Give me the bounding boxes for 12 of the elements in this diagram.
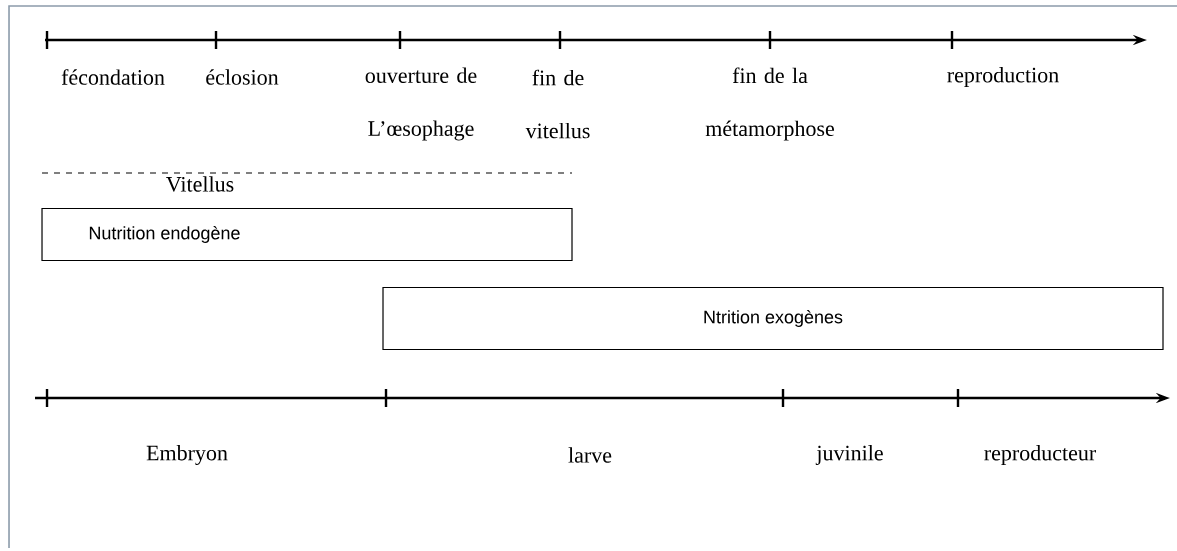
label-text: ouverture de L’œsophage — [365, 67, 477, 141]
label-text: reproducteur — [984, 445, 1096, 465]
label-text: reproduction — [947, 67, 1059, 87]
label-text: éclosion — [206, 69, 279, 85]
label-text: Embryon — [146, 445, 228, 465]
text-box: Nutrition endogène — [41, 207, 573, 262]
text-box: Ntrition exogènes — [382, 286, 1164, 351]
label-text: larve — [568, 447, 612, 463]
label-text: fin de vitellus — [525, 69, 590, 139]
label-text: fécondation — [61, 69, 165, 85]
label-text: juvinile — [815, 445, 883, 465]
label-text: fin de la métamorphose — [705, 67, 834, 141]
